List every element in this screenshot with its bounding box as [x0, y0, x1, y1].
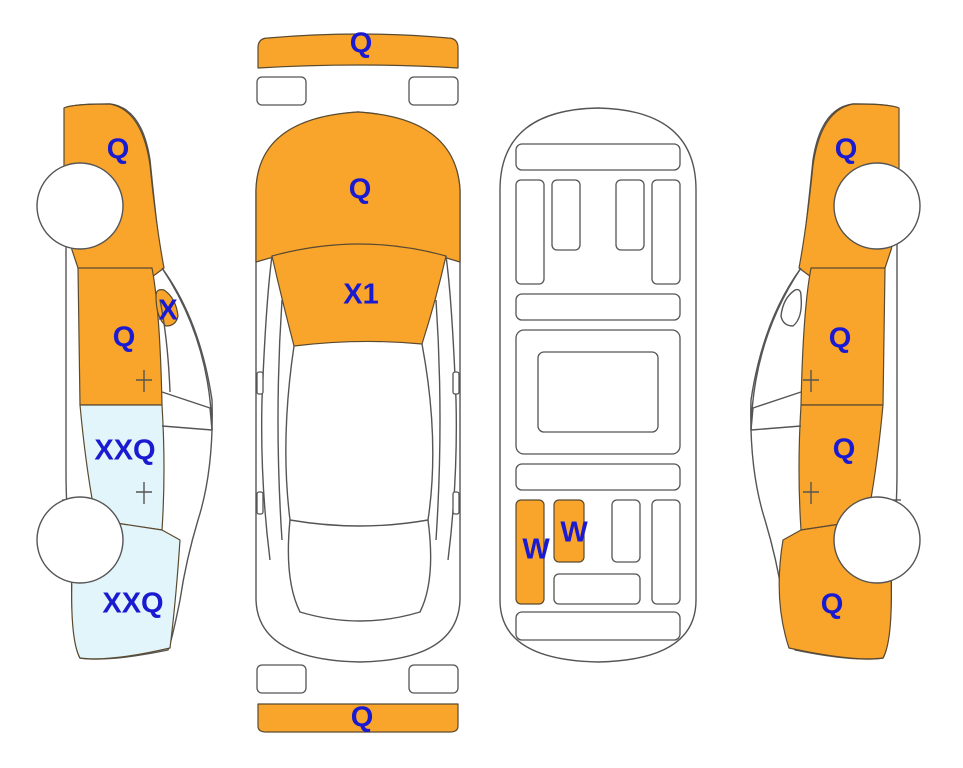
left-headlight	[256, 76, 307, 106]
right-rear-door-handle	[803, 482, 819, 504]
label-left-front-fender: Q	[107, 134, 130, 166]
left-front-door-handle	[136, 370, 152, 392]
label-left-rear-quarter: XXQ	[102, 588, 163, 620]
left-a-pillar	[260, 255, 273, 561]
left-rear-door-handle	[136, 482, 152, 504]
underbody-cell	[515, 179, 545, 285]
left-front-wheel	[36, 162, 124, 250]
underbody-outline	[499, 107, 697, 663]
label-underbody-part-1: W	[522, 534, 550, 566]
underbody-part-2	[553, 499, 585, 563]
underbody-cell	[651, 499, 681, 605]
front-bumper	[257, 33, 459, 69]
label-front-bumper: Q	[350, 28, 373, 60]
underbody-cell	[515, 293, 681, 321]
underbody-cell	[553, 573, 641, 605]
left-side-rail	[277, 299, 283, 541]
underbody-cell	[651, 179, 681, 285]
underbody-cell	[551, 179, 581, 251]
left-pillar	[159, 299, 171, 393]
roof-outline	[285, 343, 434, 527]
label-left-rear-door: XXQ	[94, 435, 155, 467]
rear-window	[287, 519, 432, 622]
left-taillight	[256, 664, 307, 694]
left-window-line-2	[161, 391, 213, 431]
label-right-rear-quarter: Q	[821, 589, 844, 621]
top-left-mirror	[256, 371, 264, 395]
label-right-front-door: Q	[829, 323, 852, 355]
label-underbody-part-2: W	[560, 517, 588, 549]
label-rear-bumper: Q	[351, 702, 374, 734]
label-right-front-fender: Q	[835, 134, 858, 166]
right-window-line-2	[750, 391, 802, 431]
rear-bumper	[257, 703, 459, 733]
underbody-cell	[537, 351, 659, 433]
underbody-view	[499, 107, 697, 663]
top-left-handle	[256, 491, 264, 515]
underbody-cell	[611, 499, 641, 563]
underbody-part-1	[515, 499, 545, 605]
label-hood: Q	[349, 174, 372, 206]
right-mirror	[780, 288, 803, 327]
right-headlight	[408, 76, 459, 106]
right-side-rail	[435, 299, 441, 541]
underbody-cell	[515, 611, 681, 641]
left-side-view	[36, 103, 213, 660]
label-windshield: X1	[343, 279, 378, 311]
label-left-front-door: Q	[113, 322, 136, 354]
underbody-cell	[515, 463, 681, 491]
right-front-wheel	[833, 162, 921, 250]
damage-labels: Q Q X1 Q Q X Q XXQ XXQ W W Q Q Q Q	[94, 28, 857, 734]
left-mirror	[155, 289, 179, 327]
label-right-rear-door: Q	[833, 434, 856, 466]
top-right-mirror	[452, 371, 460, 395]
right-rear-wheel	[833, 496, 921, 584]
underbody-cell	[515, 143, 681, 171]
left-rear-wheel	[36, 496, 124, 584]
top-right-handle	[452, 491, 460, 515]
label-left-mirror: X	[158, 295, 178, 327]
top-view	[255, 33, 461, 733]
underbody-cell	[615, 179, 645, 251]
right-taillight	[408, 664, 459, 694]
right-front-door-handle	[803, 370, 819, 392]
right-window-line	[750, 267, 802, 431]
windshield	[271, 243, 447, 347]
left-window-line	[161, 267, 213, 431]
right-side-view	[750, 103, 921, 660]
